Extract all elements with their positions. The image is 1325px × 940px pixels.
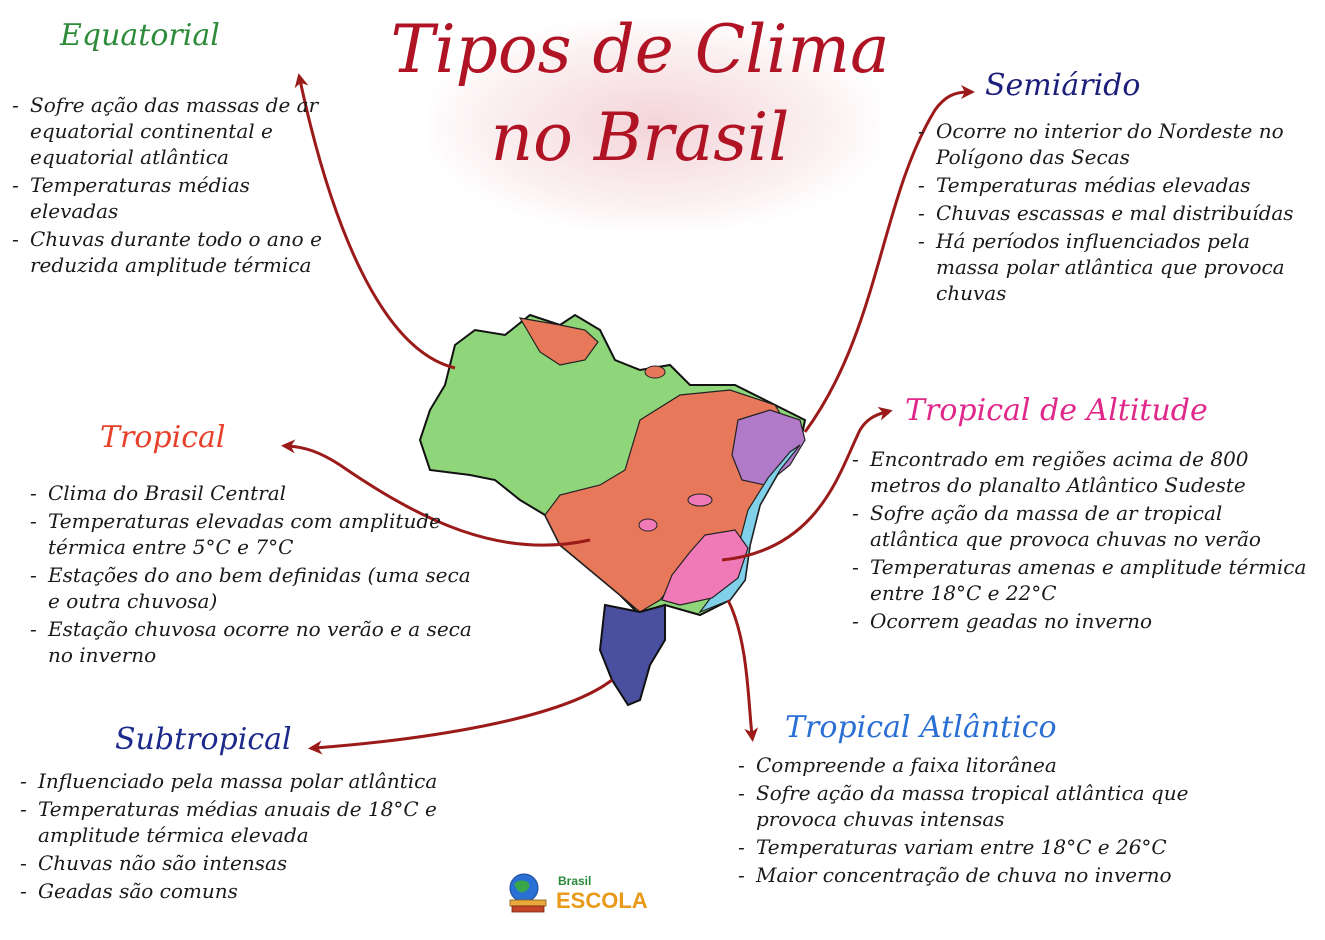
arrow-tropical-atlantico xyxy=(726,599,759,742)
heading-subtropical: Subtropical xyxy=(115,722,292,757)
logo-line-escola: ESCOLA xyxy=(556,888,648,913)
list-tropical-atlantico: Compreende a faixa litorânea Sofre ação … xyxy=(738,752,1258,890)
list-item: Temperaturas variam entre 18°C e 26°C xyxy=(738,834,1258,860)
list-item: Chuvas não são intensas xyxy=(20,850,520,876)
list-item: Maior concentração de chuva no inverno xyxy=(738,862,1258,888)
arrow-tropical-altitude xyxy=(721,406,893,562)
list-item: Clima do Brasil Central xyxy=(30,480,480,506)
heading-tropical-altitude: Tropical de Altitude xyxy=(905,393,1208,428)
region-highland-spot xyxy=(638,518,658,532)
list-item: Geadas são comuns xyxy=(20,878,520,904)
brasil-escola-logo: Brasil ESCOLA xyxy=(500,868,650,918)
region-tropical-north xyxy=(518,317,599,366)
heading-semiarido: Semiárido xyxy=(985,68,1141,103)
list-item: Temperaturas médias elevadas xyxy=(12,172,342,224)
list-item: Encontrado em regiões acima de 800 metro… xyxy=(852,446,1312,498)
region-tropical-atlantico xyxy=(698,444,801,614)
list-item: Chuvas escassas e mal distribuídas xyxy=(918,200,1313,226)
globe-books-icon xyxy=(509,873,547,913)
list-item: Estação chuvosa ocorre no verão e a seca… xyxy=(30,616,480,668)
list-semiarido: Ocorre no interior do Nordeste no Polígo… xyxy=(918,118,1313,308)
arrow-semiarido xyxy=(803,85,975,433)
list-equatorial: Sofre ação das massas de ar equatorial c… xyxy=(12,92,342,280)
heading-tropical: Tropical xyxy=(100,420,226,455)
island-marajo xyxy=(644,365,666,379)
region-subtropical xyxy=(598,603,666,707)
page-title: Tipos de Clima no Brasil xyxy=(390,11,890,176)
list-item: Estações do ano bem definidas (uma seca … xyxy=(30,562,480,614)
region-highland-spot xyxy=(687,493,713,507)
list-item: Influenciado pela massa polar atlântica xyxy=(20,768,520,794)
list-item: Ocorrem geadas no inverno xyxy=(852,608,1312,634)
region-semiarido xyxy=(731,409,806,486)
list-item: Temperaturas médias elevadas xyxy=(918,172,1313,198)
heading-equatorial: Equatorial xyxy=(60,18,220,53)
list-tropical-altitude: Encontrado em regiões acima de 800 metro… xyxy=(852,446,1312,636)
list-item: Sofre ação das massas de ar equatorial c… xyxy=(12,92,342,170)
list-item: Compreende a faixa litorânea xyxy=(738,752,1258,778)
list-item: Temperaturas elevadas com amplitude térm… xyxy=(30,508,480,560)
list-subtropical: Influenciado pela massa polar atlântica … xyxy=(20,768,520,906)
heading-tropical-atlantico: Tropical Atlântico xyxy=(785,710,1057,745)
region-tropical-altitude xyxy=(661,529,749,606)
list-item: Temperaturas médias anuais de 18°C e amp… xyxy=(20,796,520,848)
arrow-subtropical xyxy=(308,678,613,755)
list-item: Chuvas durante todo o ano e reduzida amp… xyxy=(12,226,342,278)
list-item: Sofre ação da massa tropical atlântica q… xyxy=(738,780,1258,832)
logo-line-brasil: Brasil xyxy=(558,874,592,888)
list-item: Ocorre no interior do Nordeste no Polígo… xyxy=(918,118,1313,170)
list-tropical: Clima do Brasil Central Temperaturas ele… xyxy=(30,480,480,670)
list-item: Temperaturas amenas e amplitude térmica … xyxy=(852,554,1312,606)
title-highlight xyxy=(430,20,880,230)
list-item: Sofre ação da massa de ar tropical atlân… xyxy=(852,500,1312,552)
list-item: Há períodos influenciados pela massa pol… xyxy=(918,228,1313,306)
